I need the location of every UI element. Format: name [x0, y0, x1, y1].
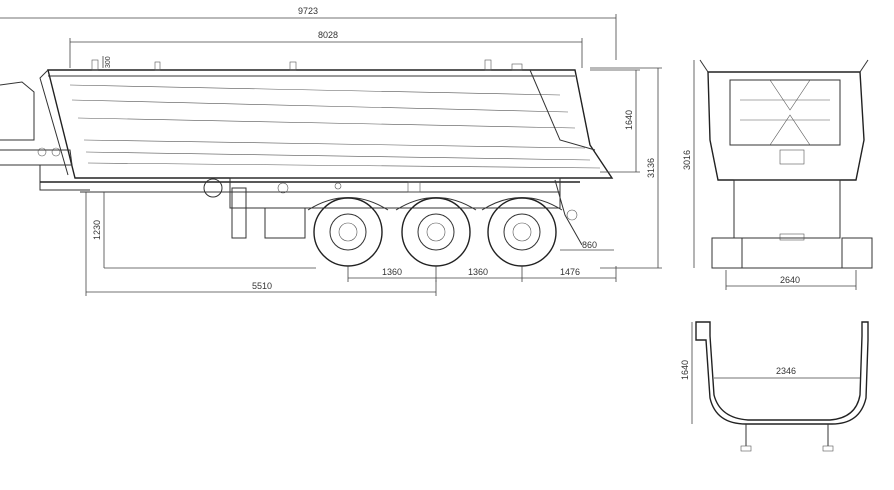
label-king-to-axle: 5510 — [252, 281, 272, 291]
gooseneck — [0, 81, 90, 191]
side-view: 9723 8028 300 — [0, 6, 662, 296]
label-body-length: 8028 — [318, 30, 338, 40]
dimension-body-height: 1640 — [590, 69, 640, 173]
label-rear-low: 860 — [582, 240, 597, 250]
label-section-height: 1640 — [680, 360, 690, 380]
rear-view: 3016 2640 — [682, 59, 873, 290]
label-axle-spacing-1: 1360 — [382, 267, 402, 277]
chassis — [40, 177, 583, 246]
label-king-pin-height: 1230 — [92, 220, 102, 240]
dimension-total-height: 3136 — [590, 67, 662, 269]
dimension-section-width: 2346 — [714, 366, 860, 379]
label-front-height: 3016 — [682, 150, 692, 170]
label-body-height: 1640 — [624, 110, 634, 130]
label-rear-width: 2640 — [780, 275, 800, 285]
label-overall-length: 9723 — [298, 6, 318, 16]
label-section-width: 2346 — [776, 366, 796, 376]
dimension-section-height: 1640 — [680, 322, 693, 424]
label-axle-spacing-2: 1360 — [468, 267, 488, 277]
dimension-king-to-axle: 5510 — [85, 192, 437, 296]
dimension-axle-row: 1360 1360 1476 — [347, 266, 617, 282]
label-small-top: 300 — [105, 56, 112, 68]
dimension-king-pin-height: 1230 — [92, 192, 316, 269]
tipper-body — [39, 59, 614, 179]
cross-section-view: 1640 2346 — [680, 321, 869, 452]
dimension-overall-length: 9723 — [0, 6, 617, 60]
label-rear-overhang: 1476 — [560, 267, 580, 277]
dimension-body-length: 8028 — [69, 30, 583, 68]
label-total-height: 3136 — [646, 158, 656, 178]
dimension-rear-width: 2640 — [725, 270, 857, 290]
dimension-rear-low: 860 — [560, 240, 614, 251]
dimension-small-top: 300 — [102, 56, 112, 68]
